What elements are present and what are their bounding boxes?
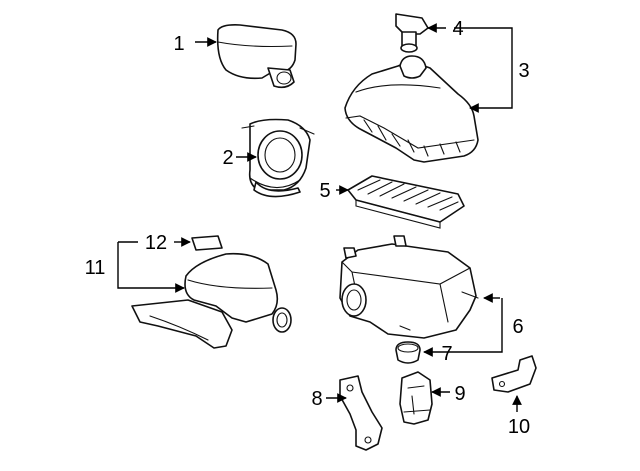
callout-4: 4 [452, 18, 463, 40]
small-bracket-icon[interactable] [491, 355, 537, 393]
callout-6: 6 [512, 316, 523, 338]
callout-11: 11 [85, 257, 106, 279]
air-cleaner-lower-housing-icon[interactable] [339, 235, 479, 339]
callout-7: 7 [441, 343, 452, 365]
support-bracket-icon[interactable] [399, 371, 433, 425]
callout-5: 5 [319, 180, 330, 202]
callout-12: 12 [145, 232, 167, 254]
callout-1: 1 [173, 33, 184, 55]
intake-resonator-icon[interactable] [216, 24, 297, 89]
label-sticker-icon[interactable] [191, 235, 223, 251]
mass-airflow-sensor-icon[interactable] [395, 13, 429, 53]
throttle-elbow-icon[interactable] [241, 118, 315, 198]
callout-8: 8 [311, 388, 322, 410]
callout-3: 3 [518, 60, 529, 82]
intake-duct-assembly-icon[interactable] [131, 252, 292, 349]
mounting-bracket-icon[interactable] [339, 375, 383, 451]
callout-10: 10 [508, 416, 530, 438]
callout-2: 2 [222, 147, 233, 169]
rubber-grommet-icon[interactable] [395, 341, 421, 364]
air-filter-element-icon[interactable] [347, 175, 465, 229]
air-cleaner-upper-cover-icon[interactable] [344, 55, 479, 163]
callout-9: 9 [454, 383, 465, 405]
